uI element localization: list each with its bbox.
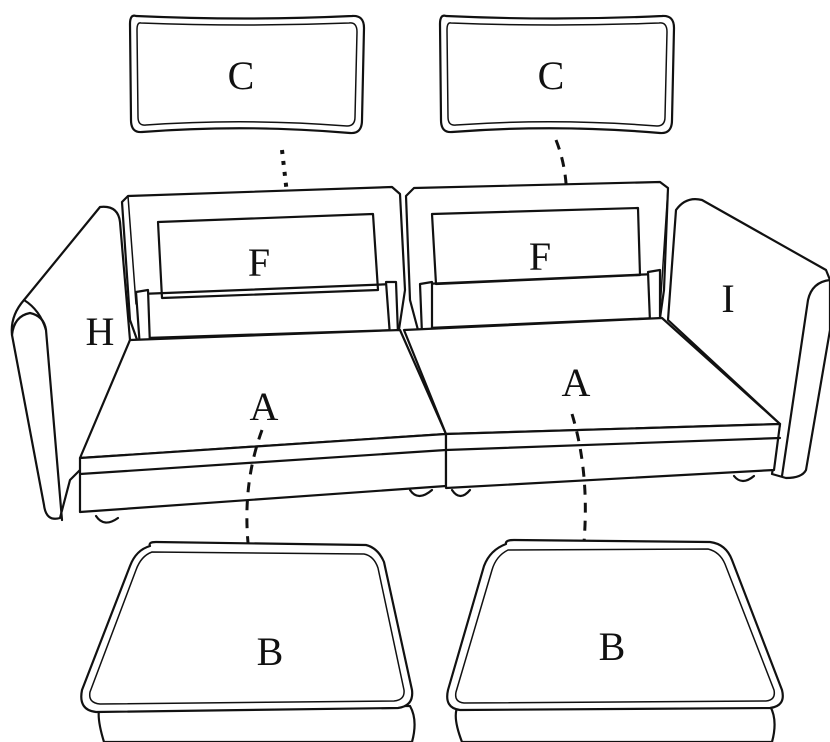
- label-ottoman-b-left: B: [257, 629, 284, 674]
- seat-right: [402, 316, 782, 490]
- right-arm: [666, 198, 830, 480]
- label-backrest-f-right: F: [529, 234, 551, 279]
- backrest-right: [404, 180, 670, 336]
- sofa-feet: [94, 474, 756, 524]
- back-cushion-left: [128, 14, 366, 135]
- label-cushion-c-right: C: [538, 53, 565, 98]
- label-arm-h: H: [86, 309, 115, 354]
- label-seat-a-right: A: [562, 360, 591, 405]
- ottoman-right: [446, 538, 784, 742]
- label-ottoman-b-right: B: [599, 624, 626, 669]
- label-seat-a-left: A: [250, 384, 279, 429]
- connector-c-f-right: [554, 139, 569, 233]
- label-cushion-c-left: C: [228, 53, 255, 98]
- label-arm-i: I: [721, 276, 734, 321]
- ottoman-left: [80, 540, 416, 742]
- back-cushion-right: [438, 14, 676, 135]
- left-arm: [10, 205, 132, 522]
- label-backrest-f-left: F: [248, 240, 270, 285]
